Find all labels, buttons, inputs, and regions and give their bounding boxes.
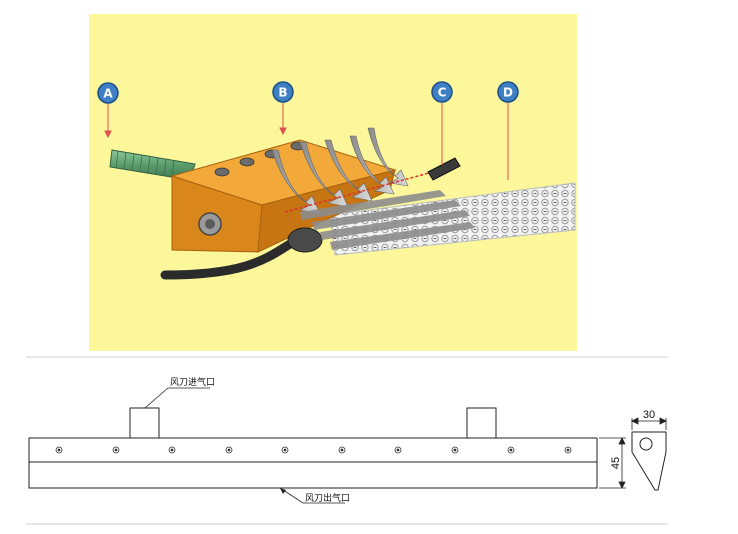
callout-c-label: C bbox=[438, 86, 447, 100]
outlet-label: 风刀出气口 bbox=[305, 492, 350, 504]
callout-a: A bbox=[97, 82, 119, 104]
side-profile bbox=[631, 431, 667, 491]
knife-bar-outline bbox=[28, 437, 598, 489]
width-dimension bbox=[631, 417, 667, 430]
callout-a-label: A bbox=[103, 87, 113, 101]
exit-flow bbox=[300, 190, 475, 250]
callout-d-label: D bbox=[503, 86, 513, 100]
sensor-probe bbox=[427, 157, 461, 181]
inlet-leader bbox=[144, 387, 210, 409]
outlet-leader bbox=[279, 487, 345, 504]
width-dimension-label: 30 bbox=[643, 409, 655, 421]
callout-b: B bbox=[272, 81, 294, 103]
red-laser-line bbox=[284, 169, 441, 213]
height-dimension-label: 45 bbox=[610, 457, 622, 469]
inlet-label: 风刀进气口 bbox=[170, 376, 215, 388]
side-profile-hole bbox=[639, 437, 653, 451]
callout-d: D bbox=[497, 81, 519, 103]
callout-b-label: B bbox=[278, 86, 287, 100]
callout-c: C bbox=[431, 81, 453, 103]
inlet-port-left bbox=[129, 407, 160, 439]
height-dimension bbox=[599, 437, 626, 489]
inlet-port-right bbox=[466, 407, 497, 439]
cable-connector bbox=[287, 227, 323, 253]
bar-bolt-holes bbox=[55, 446, 572, 454]
callout-pointers bbox=[104, 103, 509, 180]
air-flow-arrows bbox=[271, 127, 409, 215]
